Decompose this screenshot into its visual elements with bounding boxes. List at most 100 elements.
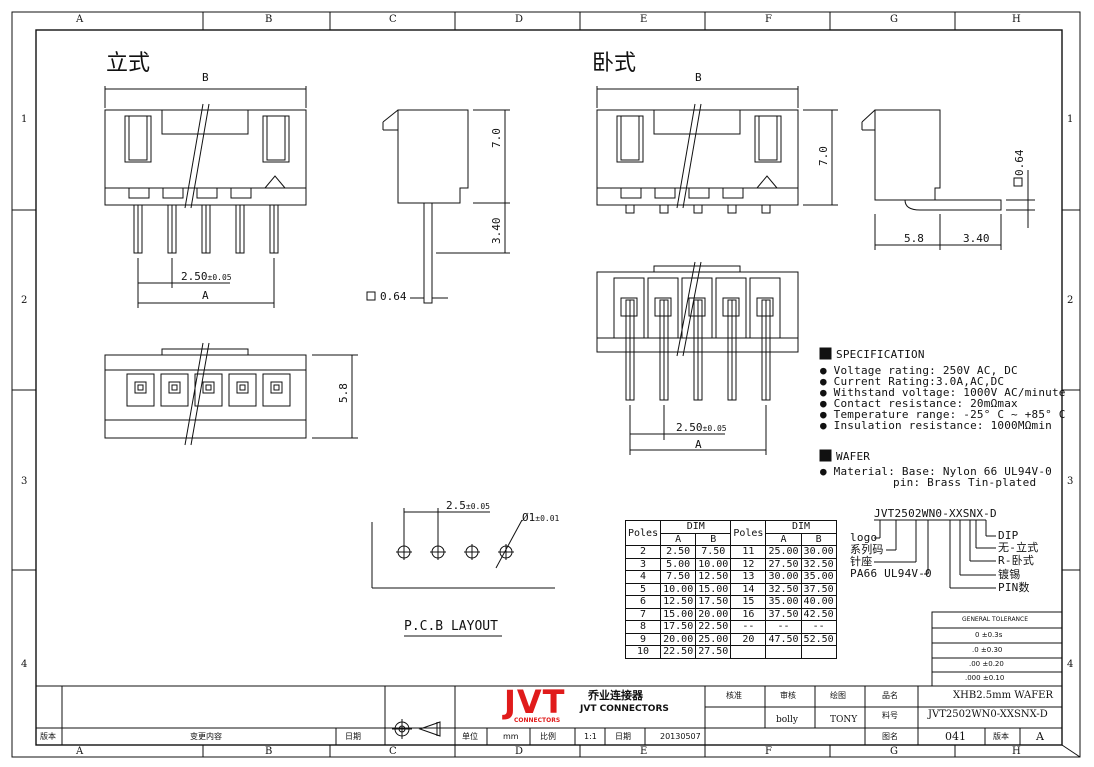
pcb-layout bbox=[371, 508, 555, 637]
table-cell: 22.50 bbox=[660, 645, 697, 659]
zone-letter-top: G bbox=[890, 14, 898, 25]
wafer-heading: WAFER bbox=[836, 450, 871, 463]
dim-pin-square-vertical: 0.64 bbox=[380, 290, 407, 303]
part-no-label: 料号 bbox=[882, 711, 898, 720]
horizontal-side-view bbox=[861, 109, 1035, 250]
zone-letter-bottom: A bbox=[76, 746, 84, 757]
spec-text: Current Rating:3.0A,AC,DC bbox=[833, 375, 1005, 388]
table-cell: 17.50 bbox=[695, 595, 732, 609]
horizontal-view-title: 卧式 bbox=[592, 51, 637, 76]
zone-letter-bottom: F bbox=[765, 746, 772, 757]
table-cell: 25.00 bbox=[765, 545, 802, 559]
pitch-value: 2.50 bbox=[676, 421, 703, 434]
table-cell: 8 bbox=[624, 620, 662, 634]
vertical-view-title: 立式 bbox=[106, 51, 151, 76]
wafer-material-text: Material: Base: Nylon 66 UL94V-0 bbox=[833, 465, 1052, 478]
zone-letter-top: A bbox=[76, 14, 84, 25]
wafer-material: ● Material: Base: Nylon 66 UL94V-0 bbox=[820, 465, 1052, 478]
rev-value: A bbox=[1036, 730, 1044, 743]
table-header: DIM bbox=[660, 520, 732, 534]
tolerance-value: ±0.20 bbox=[982, 660, 1004, 668]
tolerance-key: .000 bbox=[965, 674, 981, 682]
vertical-side-view bbox=[366, 109, 510, 304]
scale-value: 1:1 bbox=[584, 732, 597, 741]
table-cell: 6 bbox=[624, 595, 662, 609]
table-cell: 7.50 bbox=[660, 570, 697, 584]
spec-item: ● Temperature range: -25° C ~ +85° C bbox=[820, 408, 1066, 421]
unit-label: 单位 bbox=[462, 732, 478, 741]
dim-side-width-horizontal: 5.8 bbox=[904, 232, 924, 245]
part-code: JVT2502WN0-XXSNX-D bbox=[874, 507, 997, 520]
product-name: XHB2.5mm WAFER bbox=[953, 690, 1054, 701]
table-cell: 5 bbox=[624, 582, 662, 596]
table-cell: 10.00 bbox=[695, 557, 732, 571]
zone-number-right: 3 bbox=[1067, 476, 1074, 487]
table-cell bbox=[800, 645, 837, 659]
tolerance-row: 0 ±0.3s bbox=[975, 632, 1002, 639]
table-cell: 2 bbox=[624, 545, 662, 559]
dim-height-horizontal: 7.0 bbox=[817, 146, 830, 166]
table-subheader: B bbox=[695, 532, 732, 546]
vertical-front-view bbox=[104, 86, 307, 308]
table-cell: -- bbox=[730, 620, 767, 634]
table-cell bbox=[730, 645, 767, 659]
table-cell: 4 bbox=[624, 570, 662, 584]
tolerance-row: .00 ±0.20 bbox=[969, 661, 1004, 668]
scale-label: 比例 bbox=[540, 732, 556, 741]
table-cell: 20.00 bbox=[660, 632, 697, 646]
table-cell: 20.00 bbox=[695, 607, 732, 621]
table-cell: 30.00 bbox=[800, 545, 837, 559]
checker-name: TONY bbox=[830, 715, 858, 725]
part-code-left-label: 针座 bbox=[850, 555, 873, 568]
table-cell: 11 bbox=[730, 545, 767, 559]
part-code-leaders bbox=[874, 519, 996, 589]
table-cell: 10 bbox=[624, 645, 662, 659]
zone-letter-bottom: B bbox=[265, 746, 273, 757]
table-cell: 35.00 bbox=[800, 570, 837, 584]
table-cell: 27.50 bbox=[695, 645, 732, 659]
table-cell: 17.50 bbox=[660, 620, 697, 634]
horizontal-front-view bbox=[596, 86, 838, 214]
rev-label: 版本 bbox=[993, 732, 1009, 741]
table-cell: 12.50 bbox=[660, 595, 697, 609]
table-header: Poles bbox=[624, 520, 662, 546]
dim-pitch-horizontal: 2.50±0.05 bbox=[676, 422, 727, 433]
table-cell: 10.00 bbox=[660, 582, 697, 596]
pcb-pitch-value: 2.5 bbox=[446, 499, 466, 512]
zone-letter-bottom: C bbox=[389, 746, 397, 757]
drawing-no-label: 图名 bbox=[882, 732, 898, 741]
zone-number-left: 4 bbox=[21, 659, 28, 670]
change-column-label: 变更内容 bbox=[190, 732, 222, 741]
dim-pitch-vertical: 2.50±0.05 bbox=[181, 271, 232, 282]
table-cell: 5.00 bbox=[660, 557, 697, 571]
brand-logo: JVT bbox=[504, 683, 566, 721]
table-subheader: B bbox=[800, 532, 837, 546]
table-cell: 32.50 bbox=[800, 557, 837, 571]
dim-a-vertical: A bbox=[202, 289, 209, 302]
part-code-right-label: DIP bbox=[998, 529, 1019, 542]
zone-letter-top: D bbox=[515, 14, 524, 25]
table-cell: 14 bbox=[730, 582, 767, 596]
table-cell: 37.50 bbox=[800, 582, 837, 596]
vertical-top-view bbox=[104, 342, 358, 446]
table-cell: 15.00 bbox=[660, 607, 697, 621]
dim-pin-square-horizontal: 0.64 bbox=[1013, 149, 1026, 177]
tolerance-row: .0 ±0.30 bbox=[972, 647, 1002, 654]
tolerance-key: .00 bbox=[969, 660, 981, 668]
table-subheader: A bbox=[765, 532, 802, 546]
zone-letter-bottom: H bbox=[1012, 746, 1021, 757]
part-code-left-label: PA66 UL94V-0 bbox=[850, 567, 932, 580]
spec-text: Temperature range: -25° C ~ +85° C bbox=[833, 408, 1066, 421]
date-label: 日期 bbox=[615, 732, 631, 741]
table-cell: 47.50 bbox=[765, 632, 802, 646]
table-cell: 13 bbox=[730, 570, 767, 584]
table-header-row: Poles DIM Poles DIM bbox=[624, 520, 837, 546]
dim-hole-diameter: Ø1±0.01 bbox=[522, 512, 559, 523]
pitch-tolerance: ±0.05 bbox=[702, 424, 727, 433]
zone-letter-top: B bbox=[265, 14, 273, 25]
table-cell: -- bbox=[765, 620, 802, 634]
